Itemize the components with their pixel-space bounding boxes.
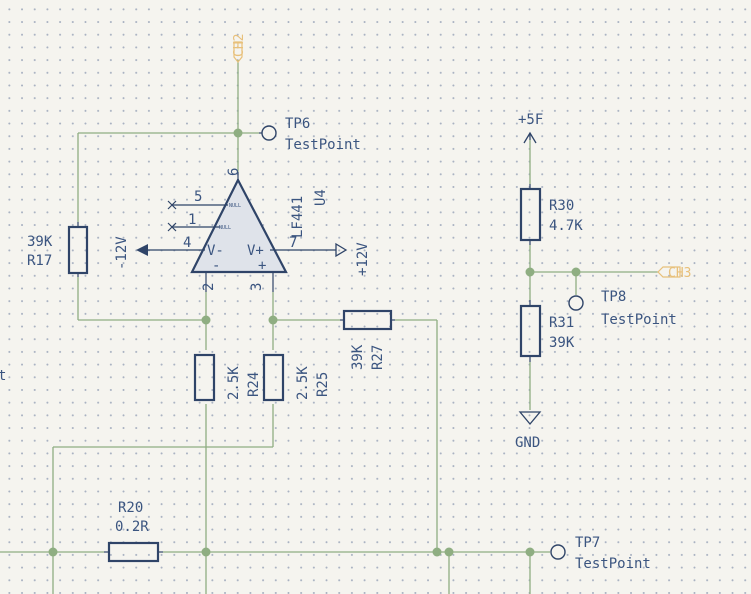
tp7-ref: TP7 <box>575 535 600 551</box>
wires <box>0 60 658 594</box>
testpoint-tp7[interactable]: TP7 TestPoint <box>550 535 651 572</box>
resistor-body <box>519 304 542 358</box>
opamp-body <box>190 177 288 274</box>
opamp-pin5: 5 <box>194 189 202 205</box>
opamp-minus: - <box>212 258 220 274</box>
tp8-ref: TP8 <box>601 289 626 305</box>
neg-supply-arrow-icon <box>136 244 148 256</box>
pos-supply-arrow-icon <box>335 242 348 258</box>
r25-ref: R25 <box>315 372 331 397</box>
pos-supply-label: +12V <box>355 242 371 276</box>
junction-dot <box>525 547 535 557</box>
r27-value: 39K <box>350 344 366 370</box>
power-gnd[interactable]: GND <box>515 411 542 451</box>
gnd-label: GND <box>515 435 540 451</box>
tp8-value: TestPoint <box>601 312 677 328</box>
resistor-body <box>67 225 89 275</box>
r24-ref: R24 <box>246 372 262 397</box>
global-label-ch2-text: CH2 <box>232 34 247 57</box>
opamp-pin6: 6 <box>226 168 242 176</box>
opamp-null-1: NULL <box>219 225 231 231</box>
tp6-ref: TP6 <box>285 116 310 132</box>
junction-dot <box>571 267 581 277</box>
junction-dot <box>201 315 211 325</box>
opamp-pin2: 2 <box>201 283 217 291</box>
resistor-body <box>342 309 393 331</box>
resistor-body <box>193 353 216 402</box>
junction-dot <box>432 547 442 557</box>
r25-value: 2.5K <box>295 366 311 400</box>
resistor-body <box>519 187 542 242</box>
resistor-r25[interactable]: 2.5K R25 <box>262 353 331 402</box>
r31-value: 39K <box>549 335 575 351</box>
r27-ref: R27 <box>370 345 386 370</box>
r20-ref: R20 <box>118 500 143 516</box>
global-label-ch3[interactable]: CH3 <box>657 266 691 281</box>
opamp-pin7: 7 <box>289 235 297 251</box>
tp7-value: TestPoint <box>575 556 651 572</box>
junction-dot <box>201 547 211 557</box>
resistor-r31[interactable]: R31 39K <box>519 300 575 362</box>
testpoint-tp6[interactable]: TP6 TestPoint <box>259 116 361 153</box>
opamp-null-5: NULL <box>229 203 241 209</box>
no-connect-icon <box>167 200 177 210</box>
r17-ref: R17 <box>27 253 52 269</box>
opamp-ref: U4 <box>313 189 329 206</box>
r30-ref: R30 <box>549 198 574 214</box>
resistor-r27[interactable]: 39K R27 <box>340 309 395 370</box>
edge-label-fragment: t <box>0 368 6 384</box>
junction-dot <box>233 128 243 138</box>
junction-dot <box>444 547 454 557</box>
power-5f[interactable]: +5F <box>518 112 543 144</box>
tp6-value: TestPoint <box>285 137 361 153</box>
r31-ref: R31 <box>549 315 574 331</box>
junction-dot <box>268 315 278 325</box>
testpoint-tp8[interactable]: TP8 TestPoint <box>568 289 677 328</box>
opamp-value: LF441 <box>290 196 306 238</box>
r24-value: 2.5K <box>226 366 242 400</box>
resistor-r30[interactable]: R30 4.7K <box>519 184 583 245</box>
resistor-body <box>107 541 160 563</box>
junction-dot <box>48 547 58 557</box>
opamp-vplus: V+ <box>247 243 264 259</box>
resistor-r17[interactable]: 39K R17 <box>27 222 89 277</box>
testpoint-icon <box>550 544 566 560</box>
r20-value: 0.2R <box>115 519 149 535</box>
r30-value: 4.7K <box>549 218 583 234</box>
resistor-body <box>262 353 285 402</box>
power-5f-label: +5F <box>518 112 543 128</box>
testpoint-icon <box>568 295 584 311</box>
opamp-pin1: 1 <box>188 212 196 228</box>
resistor-r24[interactable]: 2.5K R24 <box>193 353 262 402</box>
opamp-pin4: 4 <box>183 235 191 251</box>
opamp-vminus: V- <box>207 243 224 259</box>
opamp-plus: + <box>258 258 266 274</box>
r17-value: 39K <box>27 234 53 250</box>
ground-icon <box>518 411 542 426</box>
resistor-r20[interactable]: R20 0.2R <box>104 500 163 563</box>
opamp-pin3: 3 <box>249 283 265 291</box>
testpoint-icon <box>261 125 277 141</box>
neg-supply-label: -12V <box>114 236 130 270</box>
global-label-ch3-text: CH3 <box>668 266 691 281</box>
junction-dot <box>525 267 535 277</box>
junctions <box>48 128 581 557</box>
global-label-ch2[interactable]: CH2 <box>232 34 247 63</box>
opamp-u4[interactable]: 5 1 4 7 6 2 3 NULL NULL V- V+ - + LF441 … <box>114 168 371 292</box>
no-connect-icon <box>167 222 177 232</box>
